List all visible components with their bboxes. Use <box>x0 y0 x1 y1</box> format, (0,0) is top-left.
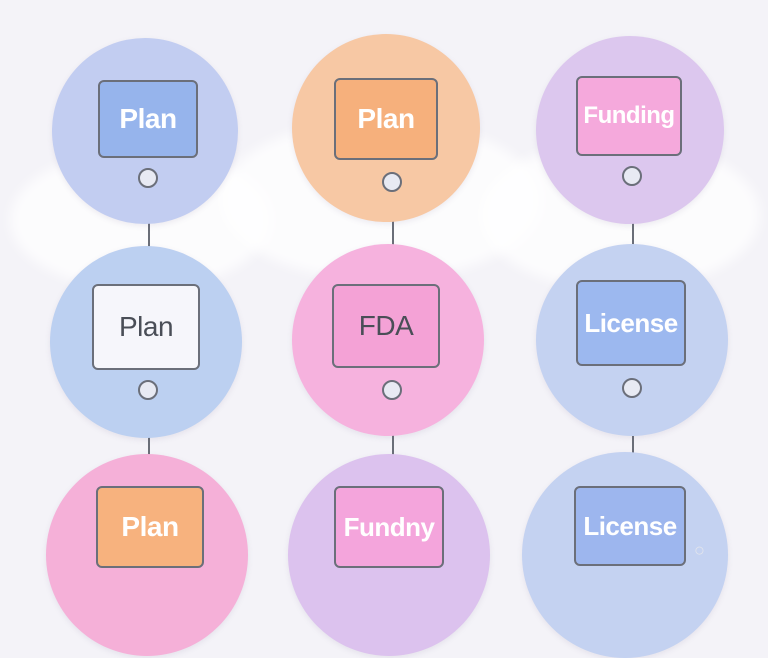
node-label-box: License <box>574 486 686 566</box>
node-label-box: Funding <box>576 76 682 156</box>
node-label: Fundny <box>343 511 435 542</box>
node-label: License <box>583 510 677 541</box>
node-label: Funding <box>583 102 675 129</box>
connector-line <box>392 192 394 288</box>
diagram-node: Funding <box>536 36 724 224</box>
connector-line <box>632 186 634 286</box>
node-label-box: Plan <box>96 486 204 568</box>
diagram-node: FDA <box>292 244 484 436</box>
node-label: FDA <box>358 310 414 341</box>
watermark-logo: ○ <box>694 540 705 560</box>
connector-dot <box>622 166 642 186</box>
connector-line <box>148 400 150 490</box>
node-label: License <box>584 307 678 338</box>
node-label: Plan <box>357 103 415 134</box>
diagram-node: Plan <box>52 38 238 224</box>
node-label-box: Plan <box>98 80 198 158</box>
node-label: Plan <box>121 511 179 542</box>
connector-dot <box>622 378 642 398</box>
connector-line <box>392 398 394 490</box>
node-label-box: License <box>576 280 686 366</box>
diagram-node: Plan <box>46 454 248 656</box>
connector-line <box>632 396 634 488</box>
connector-dot <box>382 172 402 192</box>
node-label: Plan <box>118 311 174 342</box>
diagram-node: Plan <box>50 246 242 438</box>
node-label-box: FDA <box>332 284 440 368</box>
connector-line <box>148 188 150 288</box>
node-label-box: Plan <box>92 284 200 370</box>
connector-dot <box>138 168 158 188</box>
node-label-box: Plan <box>334 78 438 160</box>
node-label: Plan <box>119 103 177 134</box>
connector-dot <box>382 380 402 400</box>
node-label-box: Fundny <box>334 486 444 568</box>
diagram-node: Fundny <box>288 454 490 656</box>
diagram-node: License <box>536 244 728 436</box>
diagram-node: Plan <box>292 34 480 222</box>
connector-dot <box>138 380 158 400</box>
